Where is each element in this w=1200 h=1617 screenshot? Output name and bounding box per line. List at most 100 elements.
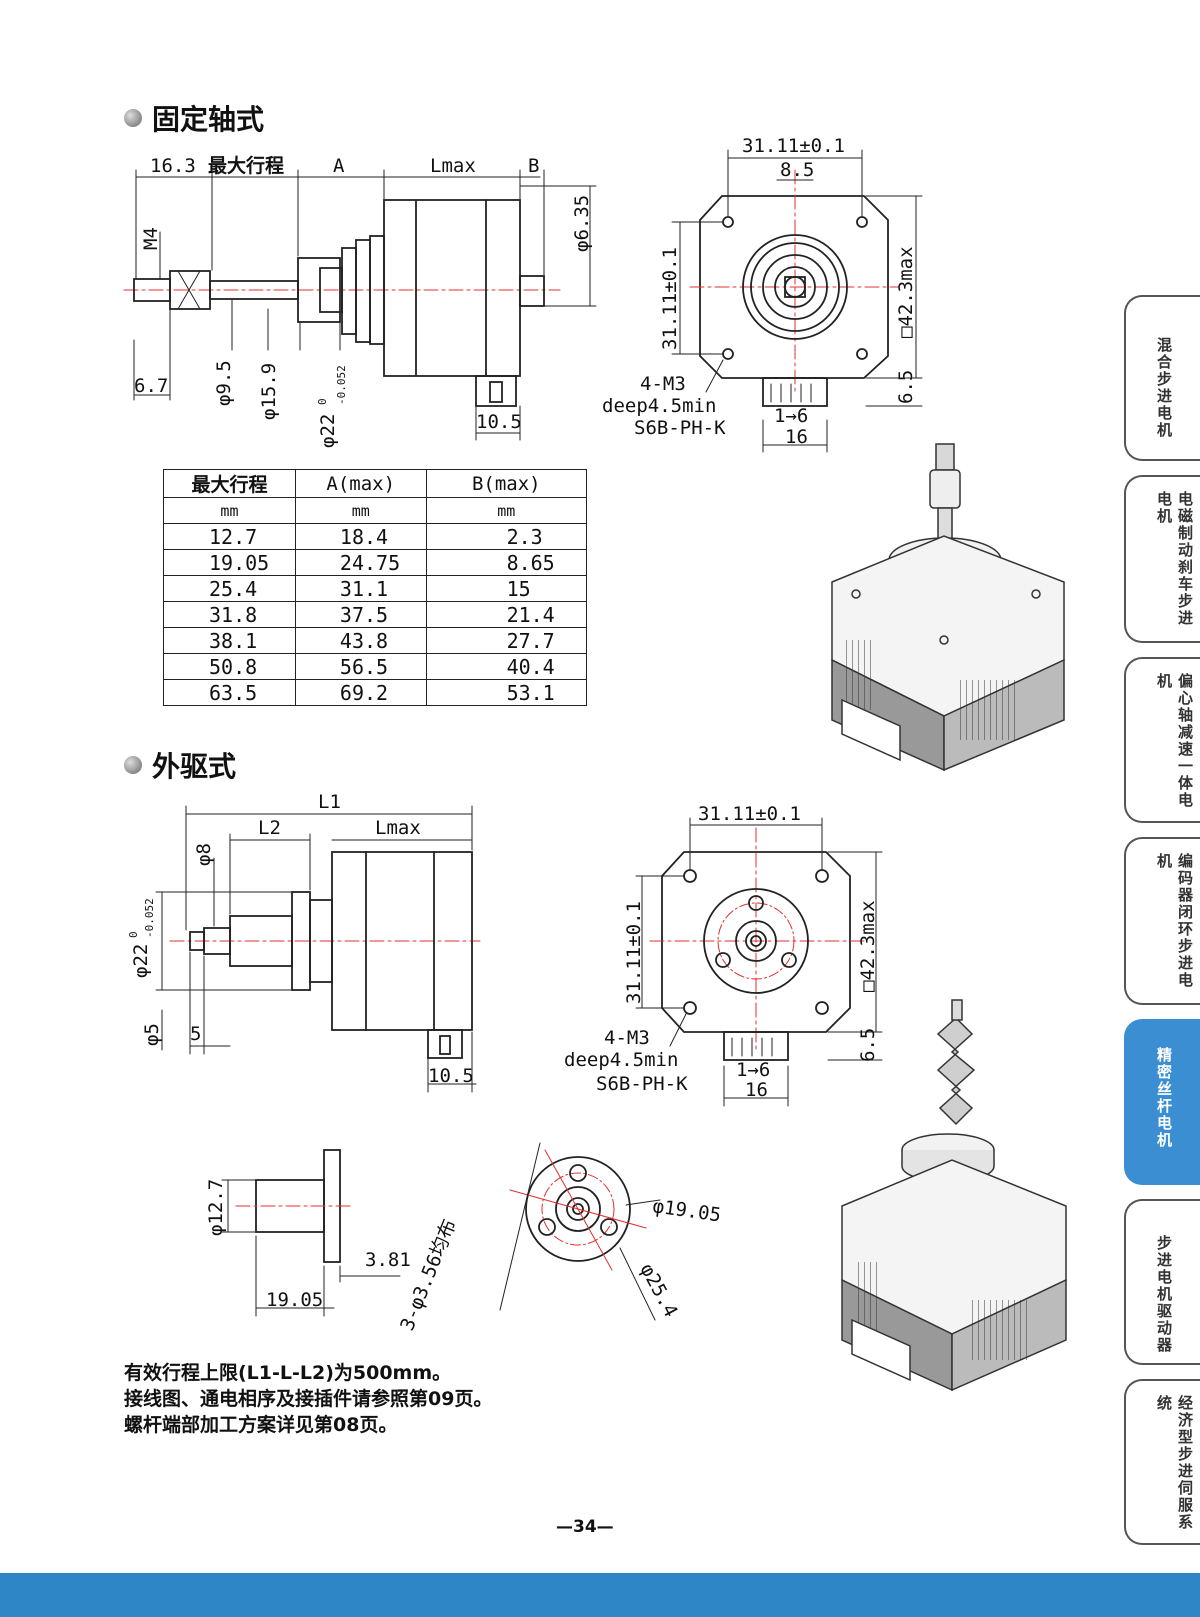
footer-bar [0, 1573, 1200, 1617]
side-tab-brake-stepper[interactable]: 电磁制动刹车步进电机 [1124, 475, 1200, 643]
dim-6-7: 6.7 [134, 375, 168, 397]
table-cell: 63.5 [163, 679, 296, 706]
section-title-fixed: 固定轴式 [124, 98, 264, 138]
front-dimension-labels: 31.11±0.1 8.5 31.11±0.1 □42.3max 4-M3 de… [602, 135, 917, 448]
table-cell: 12.7 [163, 523, 296, 550]
table-cell: 24.75 [294, 549, 427, 576]
dim-19-05: 19.05 [266, 1289, 323, 1311]
technical-drawings: 16.3 最大行程 A Lmax B M4 φ6.35 6.7 φ9.5 φ15… [123, 135, 1067, 1392]
table-cell: 15 [425, 575, 588, 602]
note-line: 螺杆端部加工方案详见第08页。 [124, 1414, 398, 1436]
dim-square-42-3: □42.3max [895, 246, 917, 338]
external-dimension-labels: L1 L2 Lmax φ8 φ22 0 -0.052 φ5 5 10.5 [127, 791, 474, 1087]
table-row: 31.8 37.5 21.4 [163, 601, 588, 628]
dim-10-5-ext: 10.5 [428, 1065, 474, 1087]
side-tab-hybrid-stepper[interactable]: 混合步进电机 [1124, 295, 1200, 461]
table-cell: 8.65 [425, 549, 588, 576]
dim-phi-9-5: φ9.5 [213, 360, 235, 406]
dim-a: A [333, 155, 345, 177]
tol-up: 0 [316, 398, 329, 405]
dim-16: 16 [785, 426, 808, 448]
nut-side-view [221, 1149, 401, 1317]
table-cell: 18.4 [294, 523, 427, 550]
bullet-icon [124, 109, 142, 127]
bullet-icon [124, 756, 142, 774]
section-title-fixed-text: 固定轴式 [152, 103, 265, 136]
table-cell: 40.4 [425, 653, 588, 680]
dim-b: B [528, 155, 539, 177]
dim-6-5: 6.5 [895, 370, 917, 404]
label-pins-ext: 1→6 [736, 1059, 770, 1081]
external-side-view [155, 805, 481, 1093]
table-header: B(max) [425, 469, 588, 498]
dim-phi-8: φ8 [193, 843, 215, 866]
dim-square-42-3-ext: □42.3max [857, 900, 879, 992]
side-tab-label: 步进电机驱动器 [1155, 1235, 1173, 1354]
dim-31-11-side-ext: 31.11±0.1 [623, 901, 645, 1004]
dim-phi-22: φ22 [317, 414, 339, 448]
nut-side-labels: φ12.7 3.81 19.05 [205, 1179, 411, 1311]
product-illustration-fixed [831, 443, 1065, 772]
tol-low-ext: -0.052 [143, 898, 156, 938]
dim-16-3: 16.3 [150, 155, 196, 177]
label-3-holes: 3-φ3.56均布 [396, 1216, 461, 1334]
table-units-row: mm mm mm [163, 497, 588, 524]
dim-phi-15-9: φ15.9 [258, 363, 280, 420]
dim-phi-19-05: φ19.05 [651, 1195, 722, 1226]
tol-low: -0.052 [335, 365, 348, 405]
table-cell: 37.5 [294, 601, 427, 628]
table-row: 25.4 31.1 15 [163, 575, 588, 602]
side-tab-closed-loop[interactable]: 编码器闭环步进电机 [1124, 837, 1200, 1005]
label-4-m3-ext: 4-M3 [604, 1027, 650, 1049]
table-header: A(max) [294, 469, 427, 498]
table-cell: 19.05 [163, 549, 296, 576]
notes-block: 有效行程上限(L1-L-L2)为500mm。 接线图、通电相序及接插件请参照第0… [124, 1360, 492, 1438]
dim-phi-25-4: φ25.4 [636, 1260, 682, 1321]
dim-10-5: 10.5 [476, 411, 522, 433]
table-cell: 21.4 [425, 601, 588, 628]
table-cell: 56.5 [294, 653, 427, 680]
page-number: —34— [556, 1517, 614, 1537]
dim-phi-6-35: φ6.35 [571, 195, 593, 252]
dim-max-stroke: 最大行程 [208, 154, 284, 177]
table-cell: 25.4 [163, 575, 296, 602]
table-unit: mm [425, 497, 588, 524]
side-tab-label: 编码器闭环步进电机 [1155, 853, 1194, 989]
table-row: 12.7 18.4 2.3 [163, 523, 588, 550]
dim-31-11-top-ext: 31.11±0.1 [698, 803, 801, 825]
tol-up-ext: 0 [127, 931, 140, 938]
table-unit: mm [294, 497, 427, 524]
dim-31-11-side: 31.11±0.1 [659, 247, 681, 350]
product-illustration-external [841, 999, 1067, 1392]
table-row: 19.05 24.75 8.65 [163, 549, 588, 576]
side-tab-label: 经济型步进伺服系统 [1155, 1395, 1194, 1531]
dim-l1: L1 [318, 791, 341, 813]
fixed-front-view [671, 149, 923, 453]
table-row: 38.1 43.8 27.7 [163, 627, 588, 654]
side-tab-label: 精密丝杆电机 [1155, 1047, 1173, 1149]
table-cell: 43.8 [294, 627, 427, 654]
table-row: 63.5 69.2 53.1 [163, 679, 588, 706]
label-deep-ext: deep4.5min [564, 1049, 678, 1071]
side-tab-label: 混合步进电机 [1155, 337, 1173, 439]
side-tab-lead-screw[interactable]: 精密丝杆电机 [1124, 1019, 1200, 1185]
external-front-view [635, 817, 883, 1107]
dim-phi-12-7: φ12.7 [205, 1179, 227, 1236]
fixed-side-view [123, 169, 597, 441]
label-4-m3: 4-M3 [640, 373, 686, 395]
side-tab-driver[interactable]: 步进电机驱动器 [1124, 1199, 1200, 1365]
dim-31-11-top: 31.11±0.1 [742, 135, 845, 157]
external-front-labels: 31.11±0.1 31.11±0.1 □42.3max 4-M3 deep4.… [564, 803, 879, 1101]
dim-m4: M4 [140, 227, 162, 250]
dim-8-5: 8.5 [780, 159, 814, 181]
side-tab-servo-system[interactable]: 经济型步进伺服系统 [1124, 1379, 1200, 1545]
table-unit: mm [163, 497, 296, 524]
table-cell: 69.2 [294, 679, 427, 706]
dim-lmax-ext: Lmax [375, 817, 421, 839]
dim-phi-22-ext: φ22 [130, 944, 152, 978]
table-cell: 27.7 [425, 627, 588, 654]
dim-lmax: Lmax [430, 155, 476, 177]
dim-5: 5 [190, 1023, 201, 1045]
side-tab-eccentric-gear[interactable]: 偏心轴减速一体电机 [1124, 657, 1200, 823]
label-pins: 1→6 [774, 405, 808, 427]
